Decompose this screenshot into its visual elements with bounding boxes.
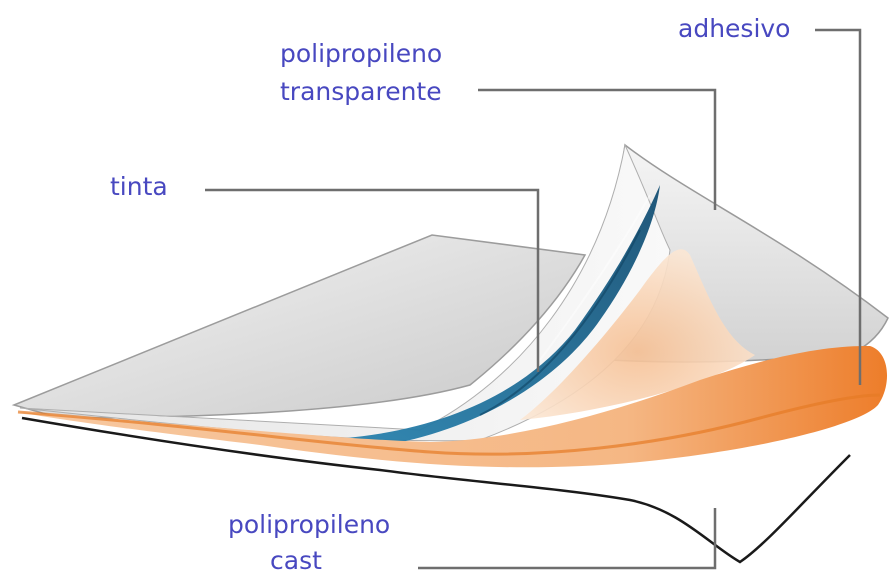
label-pp-cast-line1: polipropileno <box>228 510 391 539</box>
leader-line-pp-transparent <box>478 88 717 210</box>
leader-lines <box>205 28 862 570</box>
leader-line-pp-cast <box>418 508 717 570</box>
leader-line-adhesivo <box>815 28 862 385</box>
label-pp-cast-line2: cast <box>270 546 322 575</box>
label-pp-transparent-line2: transparente <box>280 77 442 106</box>
label-adhesivo: adhesivo <box>678 14 791 43</box>
adhesive-peak <box>520 249 755 420</box>
label-pp-transparent-line1: polipropileno <box>280 39 443 68</box>
adhesive-layer <box>17 345 888 468</box>
cast-polypropylene-layer <box>21 416 851 564</box>
ink-layer <box>300 185 660 447</box>
label-tinta: tinta <box>110 172 168 201</box>
leader-line-tinta <box>205 188 540 372</box>
